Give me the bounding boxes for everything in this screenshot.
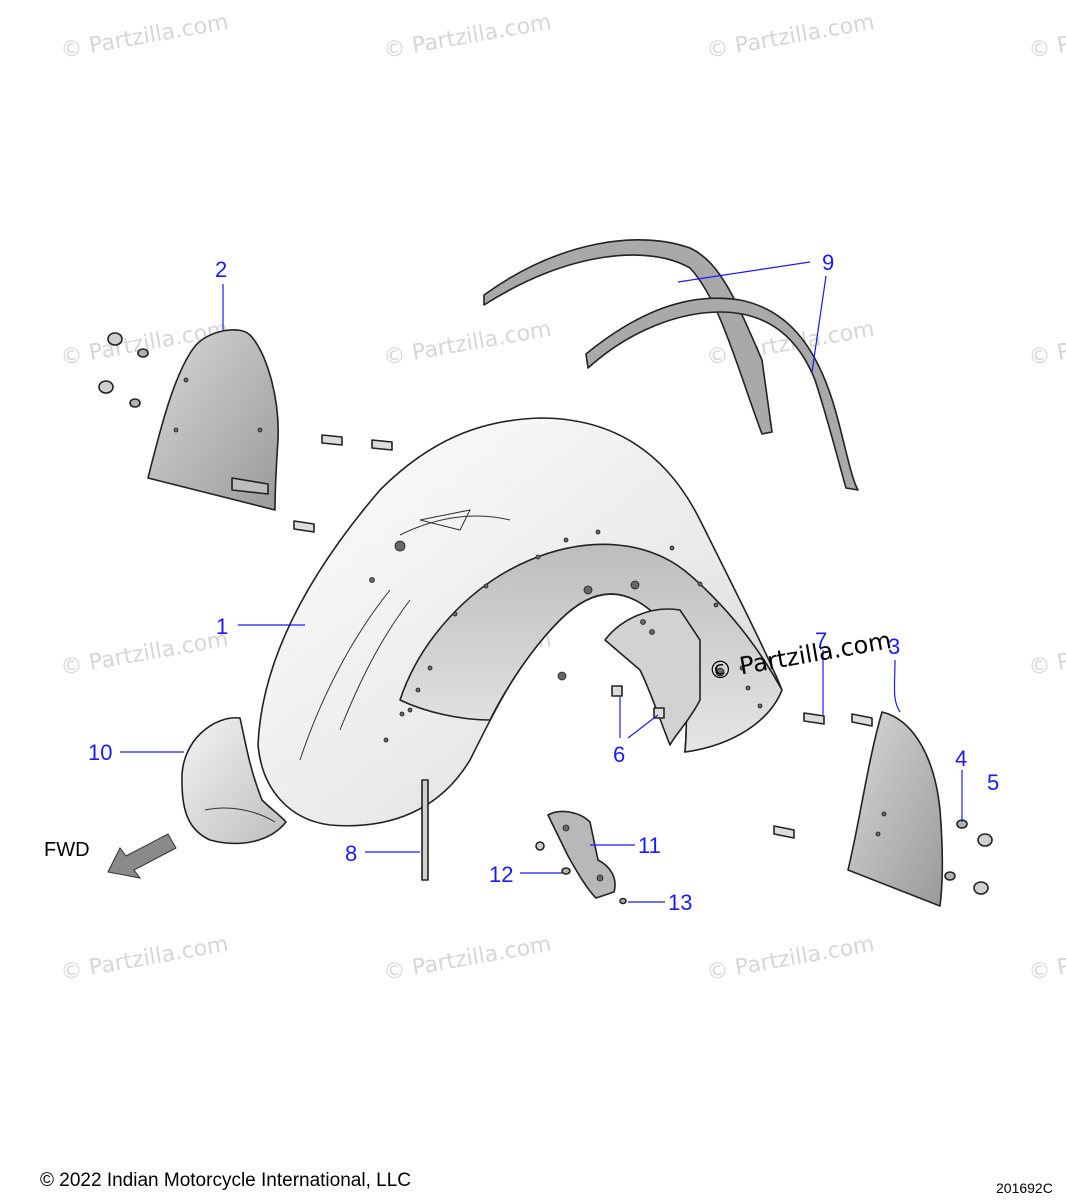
watermark: © Partzilla.com bbox=[705, 10, 877, 64]
callouts: 1 2 3 4 5 6 7 8 9 10 11 12 13 bbox=[88, 250, 999, 915]
diagram-code: 201692C bbox=[996, 1180, 1053, 1196]
fender-tip bbox=[181, 717, 287, 845]
callout-2[interactable]: 2 bbox=[215, 257, 227, 282]
callout-11[interactable]: 11 bbox=[638, 833, 661, 858]
rod bbox=[421, 779, 429, 881]
trim-strips bbox=[483, 239, 859, 491]
callout-8[interactable]: 8 bbox=[345, 841, 357, 866]
callout-4[interactable]: 4 bbox=[955, 746, 967, 771]
side-panel-left bbox=[147, 329, 279, 511]
callout-10[interactable]: 10 bbox=[88, 740, 112, 765]
callout-9[interactable]: 9 bbox=[822, 250, 834, 275]
watermark: © Partzilla.com bbox=[59, 10, 231, 64]
watermark: © Partzilla.com bbox=[1027, 10, 1066, 64]
callout-6[interactable]: 6 bbox=[613, 742, 625, 767]
watermark: © Partzilla.com bbox=[705, 932, 877, 986]
side-panel-right bbox=[847, 711, 944, 907]
callout-1[interactable]: 1 bbox=[216, 614, 228, 639]
leader-lines bbox=[120, 261, 963, 903]
watermark: © Partzilla.com bbox=[1027, 932, 1066, 986]
fasteners bbox=[98, 332, 993, 905]
callout-5[interactable]: 5 bbox=[987, 770, 999, 795]
callout-3[interactable]: 3 bbox=[888, 634, 900, 659]
main-fender bbox=[257, 417, 783, 827]
forward-arrow-icon bbox=[107, 833, 177, 879]
callout-7[interactable]: 7 bbox=[815, 628, 827, 653]
fender-edge-holes bbox=[383, 529, 763, 743]
watermark: © Partzilla.com bbox=[1027, 317, 1066, 371]
bracket bbox=[547, 810, 616, 899]
callout-13[interactable]: 13 bbox=[668, 890, 692, 915]
forward-direction: FWD bbox=[44, 833, 177, 879]
watermark: © Partzilla.com bbox=[59, 627, 231, 681]
fwd-label: FWD bbox=[44, 839, 90, 861]
callout-12[interactable]: 12 bbox=[489, 862, 513, 887]
watermark: © Partzilla.com bbox=[382, 10, 554, 64]
watermark: © Partzilla.com bbox=[382, 932, 554, 986]
watermark: © Partzilla.com bbox=[1027, 627, 1066, 681]
watermark: © Partzilla.com bbox=[59, 932, 231, 986]
watermark: © Partzilla.com bbox=[382, 317, 554, 371]
copyright: © 2022 Indian Motorcycle International, … bbox=[40, 1170, 411, 1191]
